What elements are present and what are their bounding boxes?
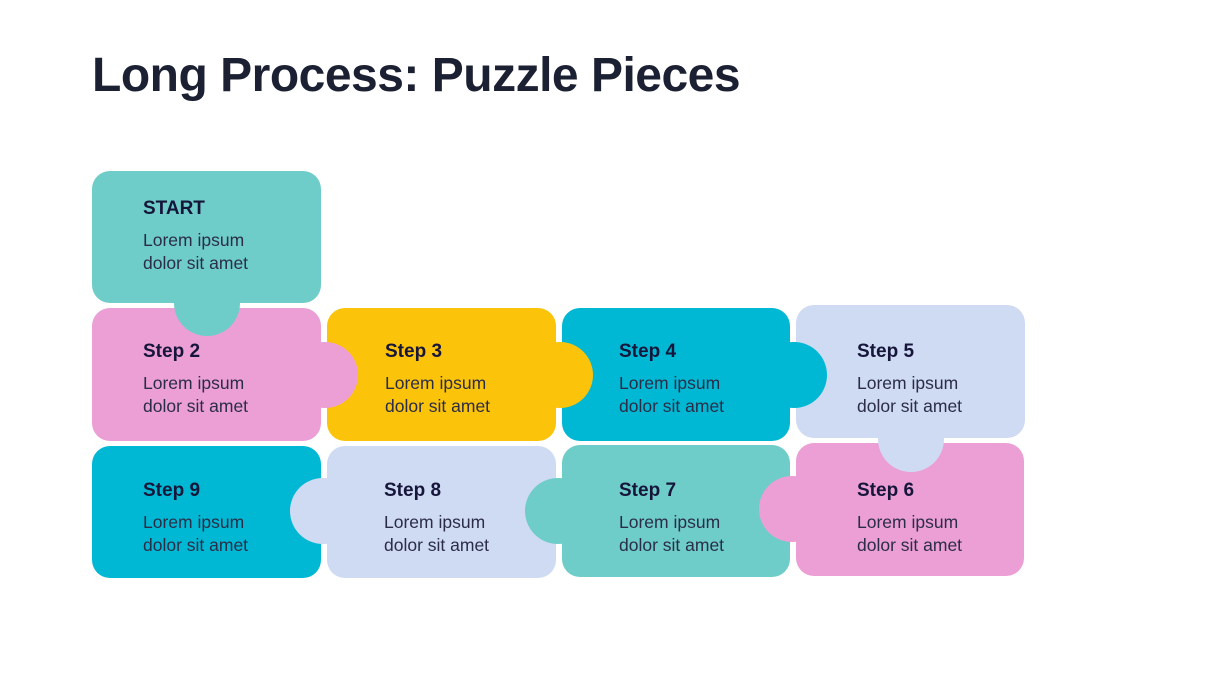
piece-heading: Step 9 [143,480,201,501]
piece-label-step-6: Step 6 Lorem ipsum dolor sit amet [857,480,962,557]
piece-heading: START [143,198,205,219]
piece-text: dolor sit amet [619,535,725,555]
puzzle-piece-step-7 [562,445,790,577]
piece-text: dolor sit amet [143,396,249,416]
piece-label-start: START Lorem ipsum dolor sit amet [143,198,248,275]
piece-heading: Step 7 [619,480,677,501]
piece-heading: Step 4 [619,341,677,362]
puzzle-piece-step-4 [562,308,790,441]
piece-label-step-5: Step 5 Lorem ipsum dolor sit amet [857,341,962,418]
piece-text: Lorem ipsum [143,230,245,250]
piece-text: Lorem ipsum [857,512,959,532]
piece-label-step-2: Step 2 Lorem ipsum dolor sit amet [143,341,248,418]
piece-text: Lorem ipsum [143,512,245,532]
puzzle-tab-start [174,270,240,336]
piece-heading: Step 5 [857,341,915,362]
piece-text: dolor sit amet [857,535,963,555]
piece-text: dolor sit amet [619,396,725,416]
piece-heading: Step 6 [857,480,915,501]
puzzle-tab-step-7 [525,478,591,544]
piece-text: Lorem ipsum [857,373,959,393]
piece-text: dolor sit amet [143,253,249,273]
piece-text: dolor sit amet [385,396,491,416]
puzzle-tab-step-5 [878,406,944,472]
piece-text: dolor sit amet [857,396,963,416]
piece-text: Lorem ipsum [143,373,245,393]
piece-heading: Step 3 [385,341,443,362]
piece-heading: Step 8 [384,480,442,501]
puzzle-piece-step-8 [327,446,556,578]
piece-label-step-3: Step 3 Lorem ipsum dolor sit amet [385,341,490,418]
puzzle-tab-step-3 [527,342,593,408]
piece-text: Lorem ipsum [385,373,487,393]
piece-label-step-8: Step 8 Lorem ipsum dolor sit amet [384,480,489,557]
puzzle-tab-step-8 [290,478,356,544]
piece-text: Lorem ipsum [619,373,721,393]
puzzle-piece-step-3 [327,308,556,441]
piece-text: Lorem ipsum [384,512,486,532]
puzzle-tab-step-4 [761,342,827,408]
piece-label-step-9: Step 9 Lorem ipsum dolor sit amet [143,480,248,557]
piece-label-step-7: Step 7 Lorem ipsum dolor sit amet [619,480,724,557]
puzzle-tab-step-2 [292,342,358,408]
puzzle-tab-step-6 [759,476,825,542]
piece-text: dolor sit amet [384,535,490,555]
puzzle-piece-step-9 [92,446,321,578]
page-title: Long Process: Puzzle Pieces [92,49,741,102]
piece-text: dolor sit amet [143,535,249,555]
piece-text: Lorem ipsum [619,512,721,532]
piece-label-step-4: Step 4 Lorem ipsum dolor sit amet [619,341,724,418]
piece-heading: Step 2 [143,341,201,362]
